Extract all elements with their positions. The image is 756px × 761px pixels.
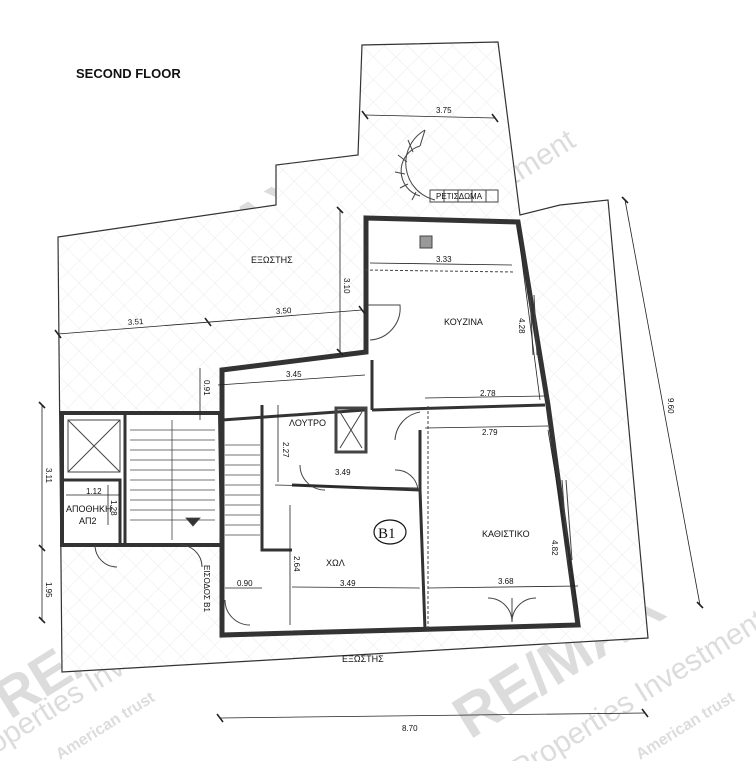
dim-4-28: 4.28 bbox=[517, 318, 526, 334]
dim-2-64: 2.64 bbox=[292, 556, 301, 572]
room-terrace-top: ΕΞΩΣΤΗΣ bbox=[251, 255, 293, 265]
dim-3-50: 3.50 bbox=[276, 306, 293, 316]
dimension-lines bbox=[38, 110, 704, 723]
dim-3-33: 3.33 bbox=[436, 255, 452, 264]
room-entrance: ΕΙΣΟΔΟΣ Β1 bbox=[202, 565, 211, 612]
plan-title: SECOND FLOOR bbox=[76, 66, 181, 81]
dim-3-10: 3.10 bbox=[342, 278, 351, 294]
dimension-labels: 3.75 3.33 3.10 3.51 3.50 4.28 3.45 0.91 … bbox=[44, 106, 675, 733]
unit-badge: B1 bbox=[373, 519, 407, 545]
dim-2-78: 2.78 bbox=[480, 389, 496, 398]
windows bbox=[419, 235, 573, 561]
room-storage-1: ΑΠΟΘΗΚΗ bbox=[66, 504, 112, 514]
dim-4-82: 4.82 bbox=[550, 540, 559, 556]
room-bathroom: ΛΟΥΤΡΟ bbox=[289, 418, 326, 428]
dim-3-68: 3.68 bbox=[498, 577, 514, 586]
dim-1-12: 1.12 bbox=[86, 487, 102, 496]
doors bbox=[94, 269, 537, 630]
dim-3-51: 3.51 bbox=[128, 317, 145, 327]
room-labels: ΕΞΩΣΤΗΣ ΕΞΩΣΤΗΣ ΚΟΥΖΙΝΑ ΛΟΥΤΡΟ ΧΩΛ ΚΑΘΙΣ… bbox=[66, 192, 530, 664]
room-hall: ΧΩΛ bbox=[326, 558, 345, 568]
dim-9-60: 9.60 bbox=[666, 398, 675, 414]
dim-0-91: 0.91 bbox=[202, 380, 211, 396]
dim-8-70: 8.70 bbox=[402, 724, 418, 733]
room-living: ΚΑΘΙΣΤΙΚΟ bbox=[482, 529, 530, 539]
dim-3-75: 3.75 bbox=[436, 106, 452, 115]
ventilation-shaft bbox=[67, 406, 368, 473]
room-storage-2: ΑΠ2 bbox=[79, 516, 97, 526]
dim-3-45: 3.45 bbox=[286, 370, 302, 379]
room-kitchen: ΚΟΥΖΙΝΑ bbox=[444, 317, 483, 327]
spiral-stair bbox=[394, 129, 499, 203]
staircase-unit bbox=[225, 444, 260, 536]
dim-2-79: 2.79 bbox=[482, 428, 498, 437]
dim-2-27: 2.27 bbox=[281, 442, 290, 458]
dim-1-95: 1.95 bbox=[44, 582, 53, 598]
room-terrace-bottom: ΕΞΩΣΤΗΣ bbox=[342, 654, 384, 664]
dim-1-28: 1.28 bbox=[109, 500, 118, 516]
dim-3-11: 3.11 bbox=[44, 468, 53, 484]
stair-note: ΡΕΤΙΣΔΩΜΑ bbox=[436, 192, 483, 201]
dim-3-49-lower: 3.49 bbox=[340, 579, 356, 588]
dim-0-90: 0.90 bbox=[237, 579, 253, 588]
staircase-main bbox=[130, 420, 215, 540]
dim-3-49-upper: 3.49 bbox=[335, 468, 351, 477]
unit-label: B1 bbox=[378, 526, 396, 542]
